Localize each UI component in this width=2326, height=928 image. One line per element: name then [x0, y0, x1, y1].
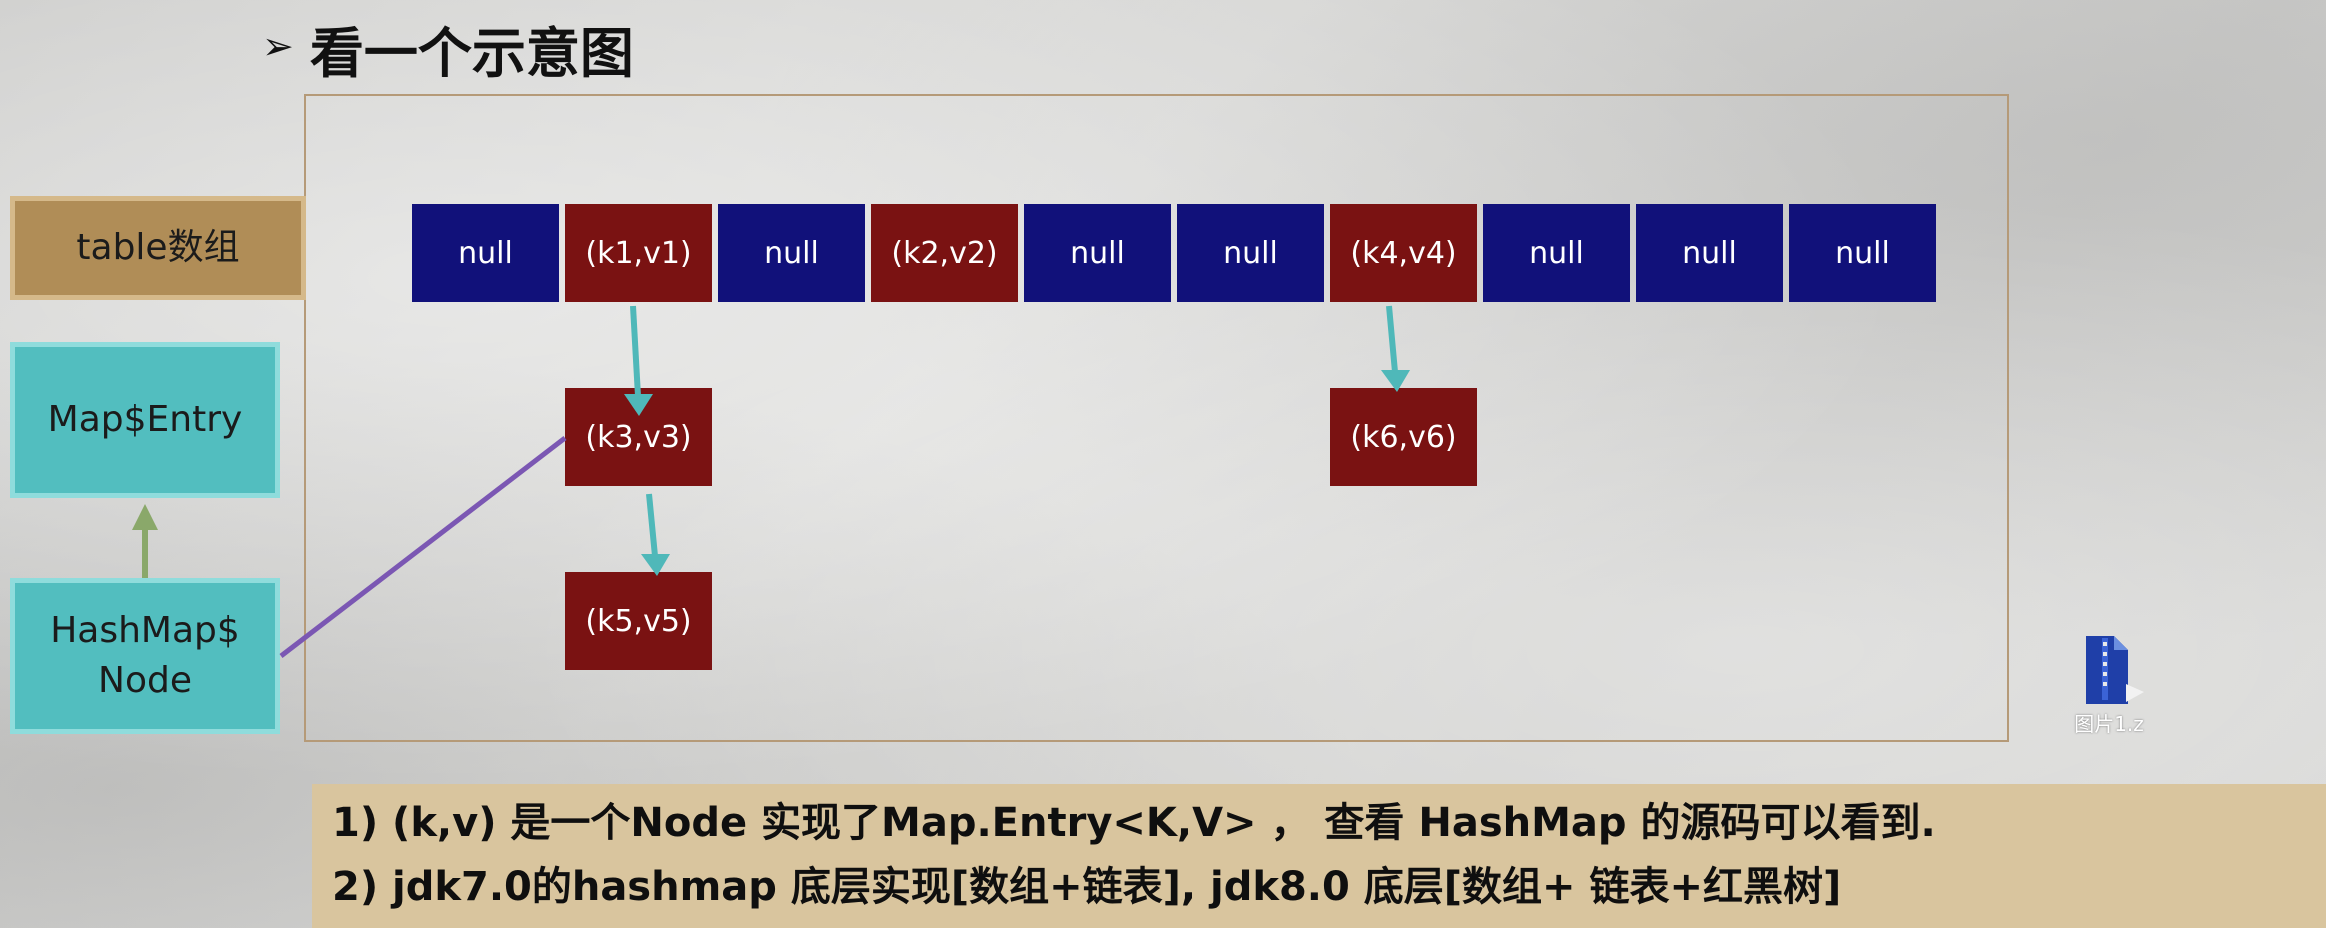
- hashmap-node-label-line1: HashMap$: [50, 609, 240, 651]
- table-cell-4: null: [1024, 204, 1171, 302]
- table-cell-8: null: [1636, 204, 1783, 302]
- notes-panel: 1) (k,v) 是一个Node 实现了Map.Entry<K,V> ， 查看 …: [312, 784, 2326, 928]
- zip-file-label: 图片1.z: [2074, 712, 2144, 736]
- hashmap-node-label-line2: Node: [98, 660, 192, 701]
- bullet-arrow-icon: ➢: [262, 24, 294, 68]
- table-cell-7: null: [1483, 204, 1630, 302]
- table-cell-5: null: [1177, 204, 1324, 302]
- hashmap-node-label: HashMap$ Node: [10, 578, 280, 734]
- note-line-2: 2) jdk7.0的hashmap 底层实现[数组+链表], jdk8.0 底层…: [332, 864, 1842, 910]
- table-cell-6: (k4,v4): [1330, 204, 1477, 302]
- page-heading: ➢ 看一个示意图: [262, 8, 634, 88]
- page-title: 看一个示意图: [309, 21, 634, 85]
- table-cell-9: null: [1789, 204, 1936, 302]
- table-cell-2: null: [718, 204, 865, 302]
- table-cell-1: (k1,v1): [565, 204, 712, 302]
- table-array-label: table数组: [10, 196, 306, 300]
- inherits-arrow: [132, 504, 158, 578]
- zip-file-icon: [2086, 636, 2144, 704]
- diagram-frame: [304, 94, 2009, 742]
- chain-node-k5: (k5,v5): [565, 572, 712, 670]
- node-connector-line: [279, 436, 567, 658]
- arrow-k1-to-k3: [624, 305, 653, 416]
- table-cell-3: (k2,v2): [871, 204, 1018, 302]
- table-cell-0: null: [412, 204, 559, 302]
- note-line-1: 1) (k,v) 是一个Node 实现了Map.Entry<K,V> ， 查看 …: [332, 800, 1936, 846]
- arrow-k4-to-k6: [1381, 305, 1410, 392]
- map-entry-label: Map$Entry: [10, 342, 280, 498]
- zip-file-desktop-icon[interactable]: 图片1.z: [2064, 632, 2154, 736]
- arrow-k3-to-k5: [641, 493, 670, 576]
- chain-node-k6: (k6,v6): [1330, 388, 1477, 486]
